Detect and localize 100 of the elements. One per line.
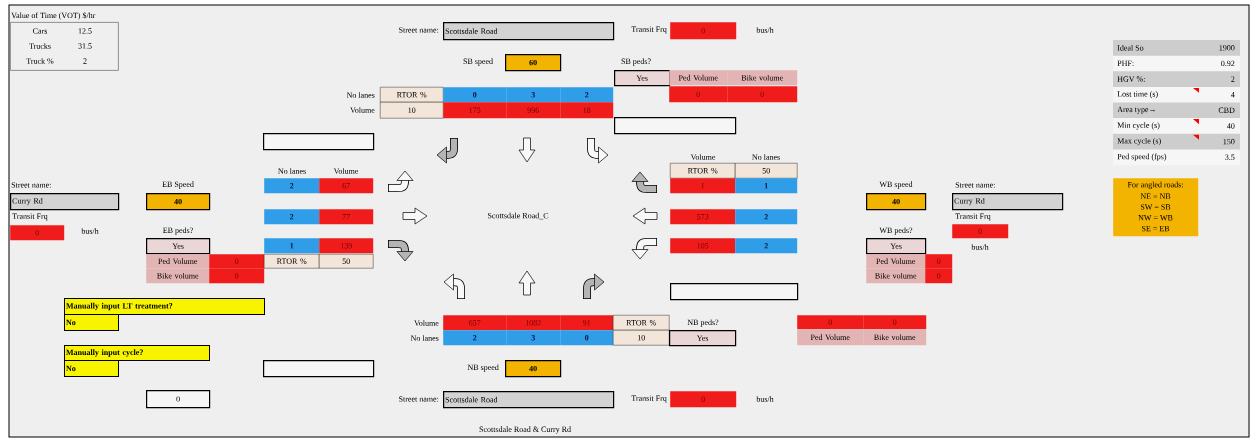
value-cell: 0 (952, 224, 1009, 239)
note-box: For angled roads: NE = NB SW = SB NW = WB SE = EB (1113, 178, 1199, 237)
value-cell: 10 (380, 102, 444, 119)
node-label: Bike volume (741, 74, 783, 81)
field-label: Volume (690, 154, 716, 160)
header-cell: Ped Volume (866, 254, 926, 269)
value-of-time-table: Value of Time (VOT) $/hr Cars 12.5 Trucks 31.5 Truck % 2 (10, 12, 119, 71)
node-label: 0 (696, 91, 700, 97)
value-cell: 50 (735, 163, 798, 179)
node-label: 0 (235, 258, 239, 264)
speed-cell: 40 (505, 360, 562, 378)
field-label: bus/h (81, 228, 99, 234)
node-label: 0 (893, 319, 897, 325)
value-cell: 0 (863, 315, 927, 330)
node-label: 1082 (525, 320, 541, 326)
field-label: bus/h (756, 27, 774, 33)
value-cell: 0 (10, 225, 65, 241)
field-label: Transit Frq (631, 26, 667, 34)
value-cell: RTOR % (613, 315, 670, 331)
value-cell: RTOR % (264, 254, 320, 269)
value-cell: 2 (264, 178, 320, 194)
field-label: Transit Frq (631, 395, 667, 403)
node-label: Ped Volume (678, 74, 718, 81)
value-cell: 2 (443, 330, 507, 346)
node-label: 0 (828, 319, 832, 325)
field-label: SB speed (463, 58, 493, 66)
value-cell: 18 (560, 102, 614, 119)
field-label: SB peds? (621, 58, 651, 66)
value-cell: 0 (925, 268, 953, 284)
dropdown-cell: Yes (669, 330, 737, 347)
text-field: Scottsdale Road (443, 391, 615, 409)
field-label: bus/h (756, 396, 774, 402)
node-label: 91 (582, 320, 591, 326)
header-cell: Ped Volume (797, 329, 864, 346)
field-label: Volume (350, 107, 375, 113)
value-cell: 0 (560, 330, 614, 346)
field-label: WB peds? (879, 227, 913, 235)
node-label: Value of Time (VOT) $/hr (11, 12, 96, 20)
header-cell: Bike volume (146, 268, 210, 284)
header-cell: Ped Volume (669, 70, 728, 86)
header-cell: Ped Volume (146, 254, 210, 269)
node-label: 657 (469, 320, 481, 326)
field-label: Transit Frq (955, 213, 991, 221)
speed-cell: 40 (146, 193, 211, 211)
value-cell: 0 (925, 254, 953, 269)
node-label: 0 (585, 335, 589, 341)
field-label: bus/h (971, 244, 989, 250)
value-cell: 2 (560, 87, 614, 103)
value-cell: 3 (506, 330, 561, 346)
intersection-label: Scottsdale Road_C (488, 212, 549, 220)
value-cell: 50 (319, 254, 374, 269)
value-cell: 175 (443, 102, 507, 119)
node-label: Bike volume (157, 272, 199, 279)
field-label: No lanes (752, 154, 780, 160)
value-cell: 1 (264, 238, 320, 254)
question-cell: No (64, 360, 119, 377)
node-label: 0 (760, 91, 764, 97)
node-label: 2 (585, 92, 589, 98)
node-label: 0 (937, 258, 941, 264)
dropdown-cell: Yes (614, 70, 671, 87)
node-label: Ped Volume (876, 258, 916, 265)
value-cell: 0 (443, 87, 507, 103)
dropdown-cell: Yes (146, 238, 211, 255)
node-label: Ped Volume (158, 258, 198, 265)
value-cell: 1082 (506, 315, 561, 331)
value-cell: 0 (727, 86, 798, 103)
empty-field (614, 117, 737, 135)
node-label: 2 (473, 335, 477, 341)
field-label: NB speed (467, 364, 499, 372)
value-cell: 139 (319, 238, 374, 254)
speed-cell: 60 (505, 54, 562, 72)
value-cell: RTOR % (670, 163, 736, 179)
node-label: 175 (469, 107, 481, 113)
value-cell: 0 (669, 86, 728, 103)
node-label: 18 (583, 107, 591, 113)
value-cell: 0 (670, 391, 737, 408)
text-field: Curry Rd (952, 193, 1064, 211)
node-label: 996 (527, 107, 539, 113)
header-cell: Bike volume (866, 268, 926, 284)
node-label: 0 (235, 273, 239, 279)
field-label: NB peds? (687, 319, 719, 327)
value-cell: 10 (613, 330, 670, 346)
value-cell: 2 (735, 238, 798, 254)
question-cell: No (64, 314, 119, 331)
field-label: Transit Frq (12, 213, 48, 221)
parameter-table: Ideal So 1900 PHF: 0.92 HGV %: 2 Lost time (s) 4 Area type→ CBD Min cycle (s) 40 Max cycle (s) 150 Ped speed (fps) 3.5 (1113, 40, 1241, 166)
header-cell: Bike volume (727, 70, 798, 86)
value-cell: 0 (146, 390, 211, 409)
field-label: No lanes (278, 168, 306, 174)
value-cell: 0 (209, 268, 265, 284)
value-cell: 573 (670, 209, 736, 225)
node-label: 3 (531, 335, 535, 341)
value-cell: 77 (319, 209, 374, 225)
value-cell: 105 (670, 238, 736, 254)
value-cell: 2 (264, 209, 320, 225)
empty-field (263, 133, 375, 151)
field-label: Volume (414, 320, 439, 326)
value-cell: 2 (735, 209, 798, 225)
value-cell: 0 (670, 22, 737, 40)
value-cell: 0 (209, 254, 265, 269)
